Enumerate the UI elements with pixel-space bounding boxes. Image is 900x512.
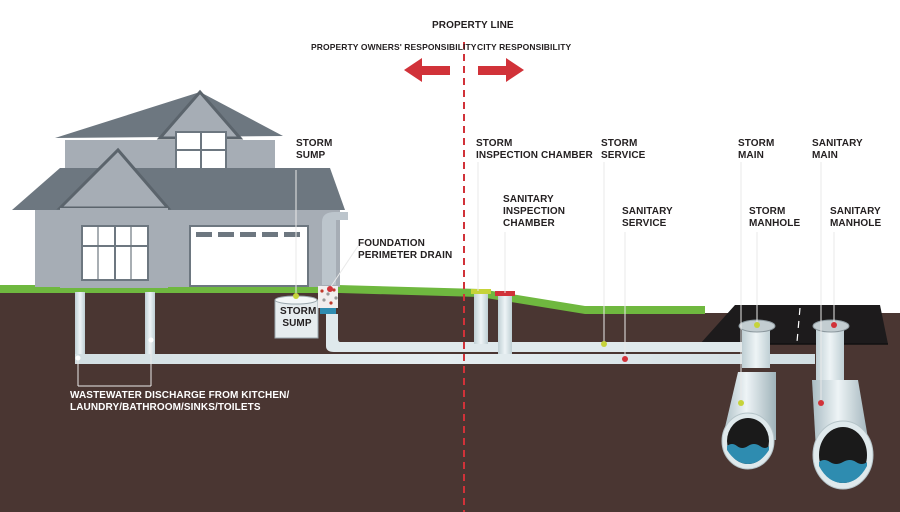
- leader-lines: [77, 162, 835, 403]
- sanitary-manhole-icon: [812, 319, 850, 388]
- road: [700, 305, 888, 344]
- storm-main-dot: [738, 400, 744, 406]
- foundation-drain-dot: [327, 286, 333, 292]
- foundation-drain-icon: [318, 286, 338, 334]
- sanitary-main-pipe: [812, 380, 874, 490]
- storm-sump-dot: [293, 293, 299, 299]
- house-icon: [12, 89, 345, 288]
- road-center-line: [796, 307, 801, 343]
- grass-strip: [0, 285, 705, 314]
- wastewater-dot-1: [75, 355, 81, 361]
- sanitary-main-dot: [818, 400, 824, 406]
- storm-manhole-icon: [738, 319, 776, 368]
- storm-inspection-chamber-icon: [471, 289, 491, 344]
- arrow-right-icon: [478, 58, 524, 82]
- wastewater-dot-2: [148, 337, 154, 343]
- owners-responsibility-label: PROPERTY OWNERS' RESPONSIBILITY: [311, 42, 477, 52]
- wastewater-label: WASTEWATER DISCHARGE FROM KITCHEN/LAUNDR…: [70, 390, 290, 413]
- storm-sump: [274, 295, 319, 339]
- sanitary-inspection-chamber-icon: [495, 291, 515, 354]
- arrow-left-icon: [404, 58, 450, 82]
- storm-service-dot: [601, 341, 607, 347]
- downspout: [322, 212, 348, 285]
- sanitary-service-dot: [622, 356, 628, 362]
- city-responsibility-label: CITY RESPONSIBILITY: [477, 42, 572, 52]
- property-line-label: PROPERTY LINE: [432, 20, 514, 31]
- storm-main-pipe: [721, 372, 776, 470]
- storm-service-pipe: [326, 332, 760, 352]
